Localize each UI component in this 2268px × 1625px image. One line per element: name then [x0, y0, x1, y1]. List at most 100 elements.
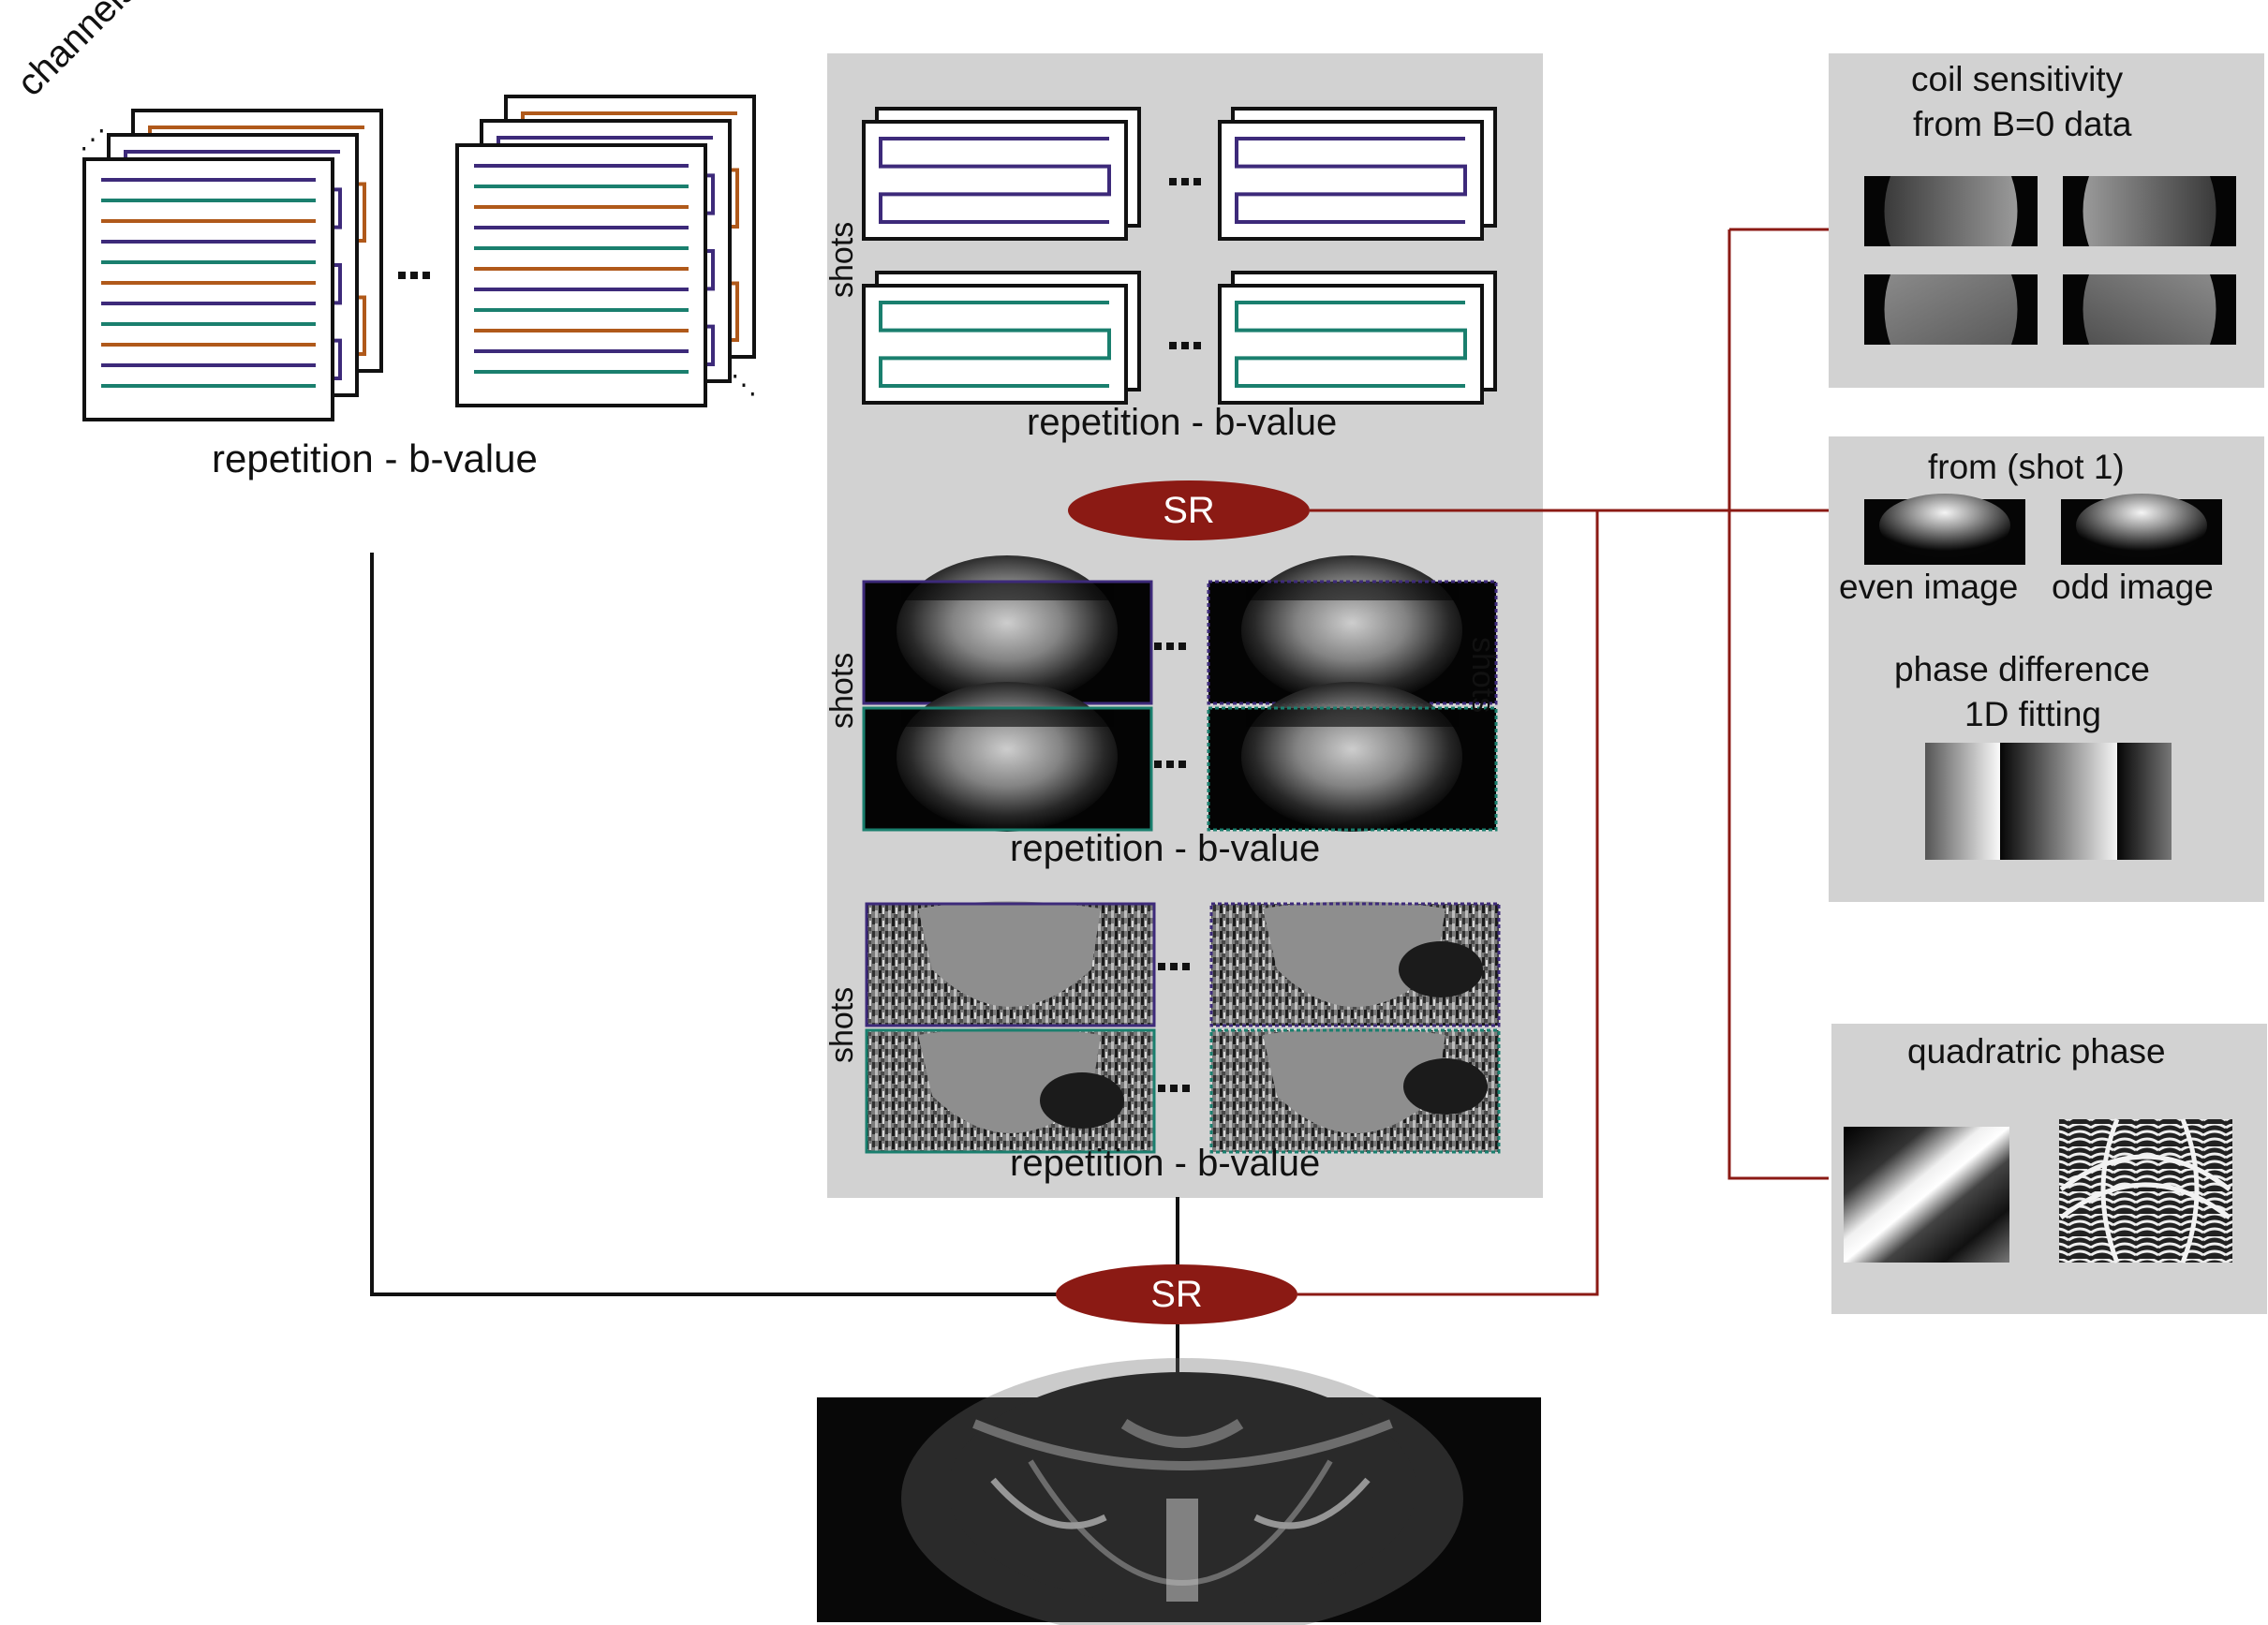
even-image-label: even image	[1839, 568, 2019, 606]
stack-depth-dots: ⋱	[731, 370, 757, 399]
channel-sheet-front	[82, 157, 334, 421]
phase-diff-line2: 1D fitting	[1964, 695, 2102, 733]
shot-phase-images	[865, 901, 1501, 1154]
image-border	[865, 1028, 1156, 1154]
phase-ramp-segment	[1925, 743, 2000, 860]
shot2-first-kspace	[862, 271, 1141, 405]
coil-map-3	[1864, 274, 2038, 345]
brain-signal	[897, 682, 1118, 832]
phase-diff-line1: phase difference	[1894, 650, 2150, 688]
coil-map-1	[1864, 176, 2038, 246]
phase-wrap-region	[1399, 941, 1483, 997]
trajectory-line	[879, 137, 1111, 224]
trajectory-line	[879, 301, 1111, 388]
coil-map	[1884, 274, 2018, 345]
ellipsis-dot	[1193, 178, 1201, 185]
image-border	[862, 706, 1153, 832]
ellipsis-dot	[1154, 643, 1162, 650]
input-to-sr-line	[370, 553, 1060, 1296]
channel-sheet-front	[455, 143, 707, 407]
shot2-last-kspace	[1218, 271, 1497, 405]
ellipsis-dot	[1158, 1085, 1165, 1092]
shot-magnitude-images	[862, 555, 1498, 832]
brain-signal	[2076, 494, 2207, 557]
shot-trajectory	[879, 137, 1111, 224]
image-top-shade	[1246, 708, 1459, 727]
image-border	[1209, 1028, 1501, 1154]
shot-title: from (shot 1)	[1928, 448, 2125, 486]
coil-map	[2083, 274, 2216, 345]
shot1-last-magnitude	[1207, 555, 1498, 705]
center-axis-label-1: repetition - b-value	[1027, 402, 1338, 443]
odd-image	[2061, 494, 2222, 565]
shot-trajectory	[1235, 137, 1467, 224]
phase-wrap-region	[1403, 1058, 1488, 1115]
image-top-shade	[901, 708, 1114, 727]
image-top-shade	[901, 582, 1114, 600]
shots-label-4: shots	[824, 986, 860, 1063]
kspace-ellipsis-row2	[1169, 342, 1201, 349]
magnitude-ellipsis-row2	[1154, 761, 1186, 768]
shot1-last-kspace	[1218, 107, 1497, 241]
shot1-first-kspace	[862, 107, 1141, 241]
trajectory-line	[1235, 137, 1467, 224]
quadratic-phase-smooth	[1844, 1127, 2009, 1263]
magnitude-ellipsis-row1	[1154, 643, 1186, 650]
ellipsis-dot	[1178, 643, 1186, 650]
phase-brain-region	[918, 901, 1101, 1007]
ellipsis-dot	[1182, 1085, 1190, 1092]
shot-kspace-stacks	[862, 107, 1497, 405]
shots-label-1: shots	[824, 221, 860, 298]
input-axis-label: repetition - b-value	[212, 436, 538, 480]
ellipsis-dot	[1170, 963, 1178, 970]
shot-sheet-front	[1218, 120, 1484, 241]
ellipsis-dot	[1181, 178, 1189, 185]
center-axis-label-2: repetition - b-value	[1010, 828, 1321, 869]
brain-signal	[1879, 494, 2010, 557]
shot2-first-magnitude	[862, 682, 1153, 832]
ellipsis-dot	[1158, 963, 1165, 970]
shot1-first-phase	[865, 901, 1156, 1027]
shot2-last-phase	[1209, 1027, 1501, 1154]
ellipsis-dot	[1181, 342, 1189, 349]
center-axis-label-3: repetition - b-value	[1010, 1143, 1321, 1184]
coil-map	[2083, 176, 2216, 246]
shot-sheet-front	[862, 284, 1128, 405]
coil-title-line2: from B=0 data	[1913, 105, 2132, 143]
trajectory-line	[1235, 301, 1467, 388]
coil-map-4	[2063, 274, 2236, 345]
phase-wrap-contours	[2059, 1118, 2231, 1263]
channel-lines-front	[101, 178, 316, 388]
phase-brain-region	[1263, 1027, 1445, 1133]
shot-sheet-front	[862, 120, 1128, 241]
shot1-last-phase	[1209, 901, 1501, 1027]
phase-ellipsis-row1	[1158, 963, 1190, 970]
phase-brain-region	[1263, 901, 1445, 1007]
image-top-shade	[1246, 582, 1459, 600]
ellipsis-dot	[1154, 761, 1162, 768]
phase-wrap-region	[1040, 1072, 1124, 1129]
channel-lines-front	[474, 164, 689, 374]
odd-image-label: odd image	[2052, 568, 2214, 606]
coil-map-2	[2063, 176, 2236, 246]
coil-map	[1884, 176, 2018, 246]
phase-ramp-segment	[2000, 743, 2117, 860]
shot-trajectory	[879, 301, 1111, 388]
ellipsis-dot	[1170, 1085, 1178, 1092]
ellipsis-dot	[1169, 178, 1177, 185]
image-border	[865, 902, 1156, 1027]
phase-ellipsis-row2	[1158, 1085, 1190, 1092]
image-border	[1209, 902, 1501, 1027]
ellipsis-dot	[398, 272, 406, 279]
image-border	[1207, 706, 1498, 832]
phase-to-sr-line	[1297, 510, 1599, 1296]
quadratic-phase-wrapped	[2059, 1119, 2232, 1263]
phase-difference-fit	[1925, 743, 2172, 860]
phase-ramp-segment	[2117, 743, 2172, 860]
ellipsis-dot	[422, 272, 430, 279]
sr-label-bottom: SR	[1150, 1273, 1203, 1315]
ellipsis-dot	[1166, 761, 1174, 768]
sr-node-bottom: SR	[1056, 1264, 1297, 1324]
